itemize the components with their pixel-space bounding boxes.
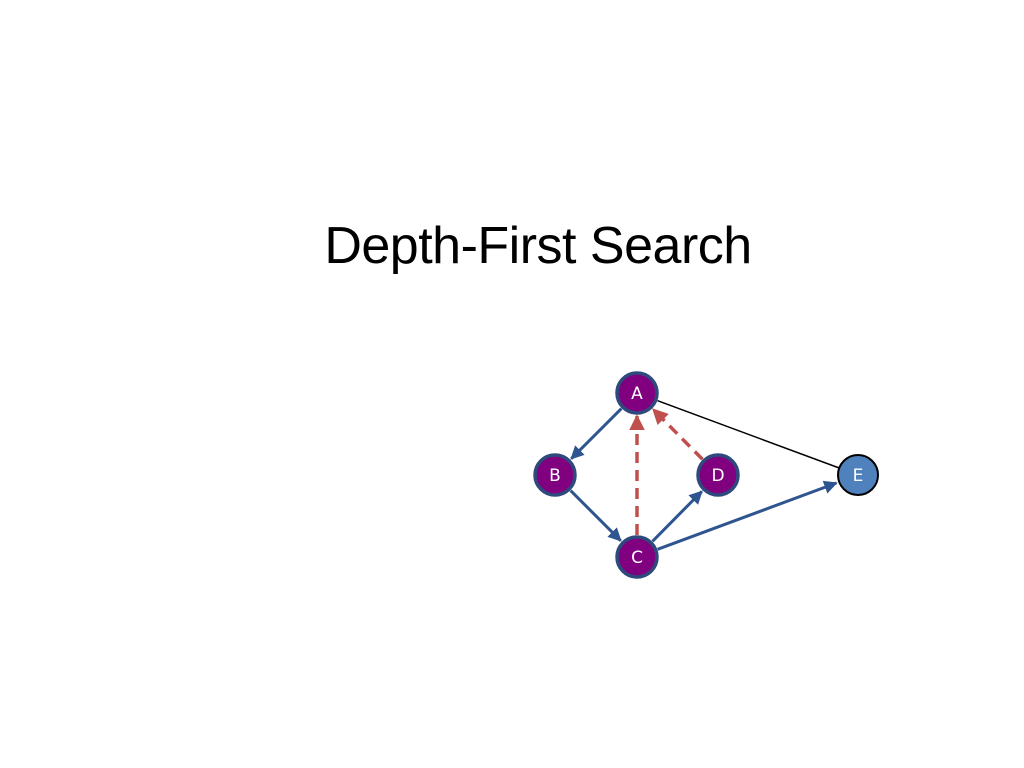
node-circle-c (615, 535, 659, 579)
node-d: D (696, 453, 740, 497)
node-label-e: E (853, 466, 864, 486)
edge-c-d (651, 490, 703, 543)
slide-title: Depth-First Search (324, 217, 752, 275)
node-c: C (615, 535, 659, 579)
node-circle-e (837, 454, 879, 496)
nodes-layer: A B C D E (533, 371, 879, 579)
node-b: B (533, 453, 577, 497)
edge-c-e (657, 480, 838, 551)
node-circle-b (533, 453, 577, 497)
node-circle-d (696, 453, 740, 497)
node-label-d: D (711, 466, 724, 486)
edges-layer (569, 399, 840, 551)
edge-a-b (570, 407, 623, 460)
node-circle-a (615, 371, 659, 415)
edge-a-e (657, 399, 840, 469)
node-label-a: A (631, 384, 643, 404)
node-e: E (837, 454, 879, 496)
node-label-c: C (631, 548, 643, 568)
edge-d-a (651, 408, 704, 461)
node-label-b: B (549, 466, 561, 486)
node-a: A (615, 371, 659, 415)
edge-b-c (569, 489, 622, 542)
